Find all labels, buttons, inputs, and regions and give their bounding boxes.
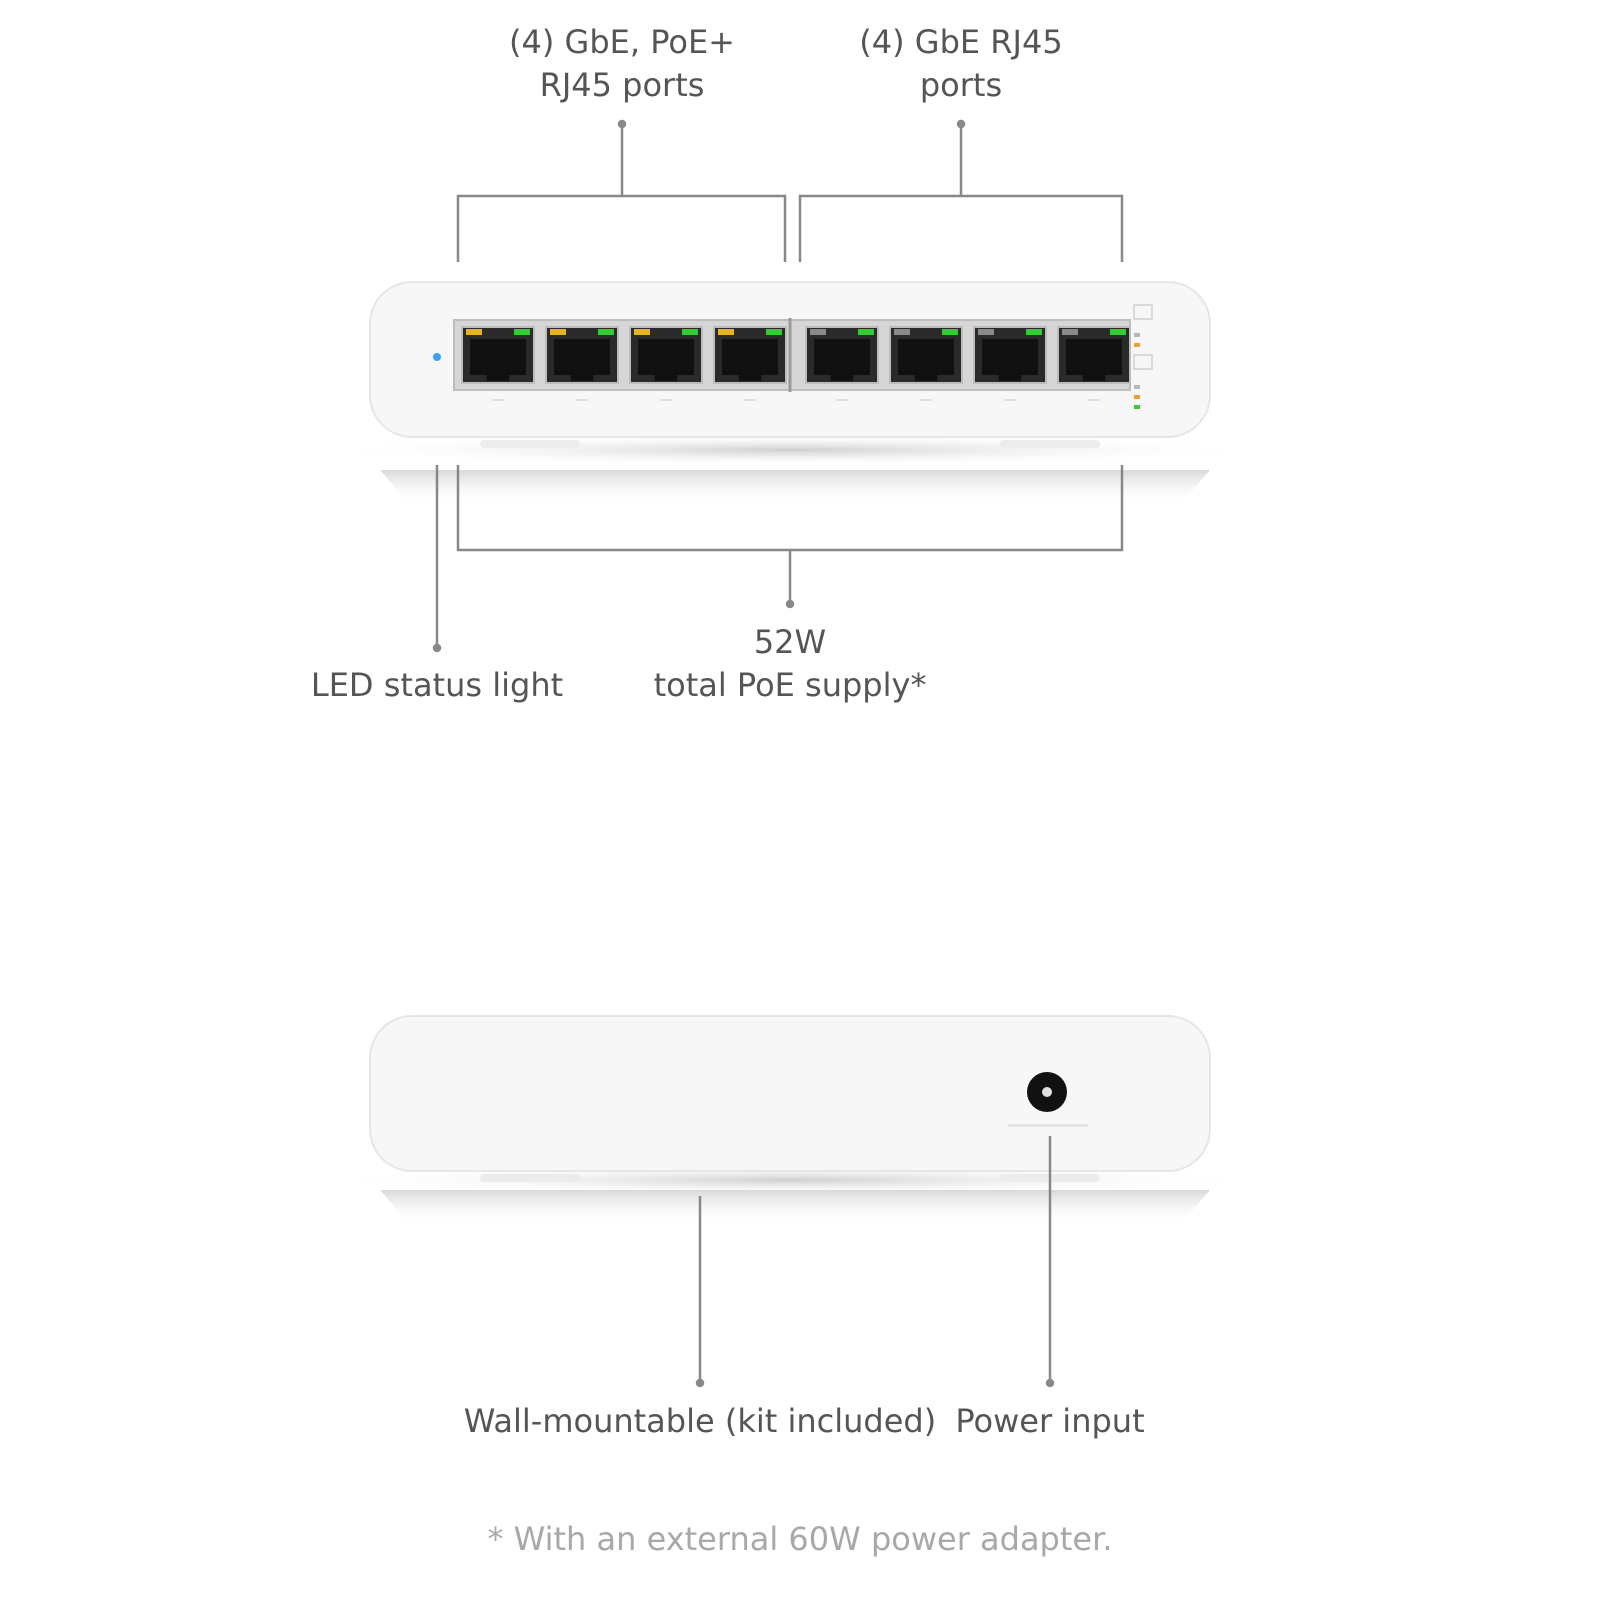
port-led-left <box>718 329 734 335</box>
port-number-mark <box>1088 399 1100 401</box>
callout-poe-ports-text: (4) GbE, PoE+ RJ45 ports <box>509 23 735 104</box>
rj45-ports <box>461 326 1131 401</box>
side-led-legend <box>1133 304 1153 409</box>
front-floor-shadow <box>310 434 1270 466</box>
port-led-right <box>1110 329 1126 335</box>
port-number-mark <box>576 399 588 401</box>
port-number-mark <box>660 399 672 401</box>
callout-poe-ports: (4) GbE, PoE+ RJ45 ports <box>509 21 735 107</box>
front-shadow <box>380 470 1210 505</box>
callout-led-status-text: LED status light <box>310 666 564 704</box>
rj45-port <box>973 326 1047 401</box>
callout-wall-mount-text: Wall-mountable (kit included) <box>463 1402 937 1440</box>
poe-ports-bracket <box>456 194 787 262</box>
rj45-port <box>805 326 879 401</box>
port-number-mark <box>920 399 932 401</box>
gbe-ports-bracket <box>798 194 1124 262</box>
port-led-right <box>942 329 958 335</box>
front-foot-left <box>480 440 580 448</box>
callout-gbe-ports: (4) GbE RJ45 ports <box>859 21 1062 107</box>
port-led-right <box>766 329 782 335</box>
callout-power-input: Power input <box>955 1400 1144 1443</box>
port-led-left <box>634 329 650 335</box>
back-switch <box>310 1015 1270 1225</box>
power-input-pin <box>1042 1087 1052 1097</box>
port-led-right <box>514 329 530 335</box>
front-foot-right <box>1000 440 1100 448</box>
front-bottom-brackets <box>432 465 1124 653</box>
rj45-port <box>889 326 963 401</box>
front-switch <box>310 281 1270 505</box>
led-status-light <box>433 353 441 361</box>
back-foot-left <box>480 1174 580 1182</box>
back-switch-body <box>369 1015 1211 1172</box>
power-input-marking <box>1008 1124 1088 1127</box>
port-led-right <box>1026 329 1042 335</box>
rj45-port <box>629 326 703 401</box>
port-number-mark <box>744 399 756 401</box>
port-led-left <box>1062 329 1078 335</box>
port-led-left <box>810 329 826 335</box>
callout-led-status: LED status light <box>311 664 563 707</box>
port-led-right <box>682 329 698 335</box>
port-led-right <box>858 329 874 335</box>
back-shadow <box>380 1190 1210 1225</box>
callout-gbe-ports-text: (4) GbE RJ45 ports <box>859 23 1063 104</box>
port-led-left <box>894 329 910 335</box>
port-led-left <box>466 329 482 335</box>
port-number-mark <box>1004 399 1016 401</box>
callout-wall-mount: Wall-mountable (kit included) <box>464 1400 936 1443</box>
callout-poe-budget-text: 52W total PoE supply* <box>653 623 927 704</box>
back-leaders <box>695 1136 1055 1388</box>
rj45-port <box>1057 326 1131 401</box>
port-led-left <box>550 329 566 335</box>
top-brackets <box>456 119 1124 262</box>
rj45-port <box>713 326 787 401</box>
rj45-port <box>545 326 619 401</box>
port-number-mark <box>492 399 504 401</box>
port-number-mark <box>836 399 848 401</box>
callout-poe-budget: 52W total PoE supply* <box>654 621 927 707</box>
port-led-right <box>598 329 614 335</box>
port-led-left <box>978 329 994 335</box>
callout-power-input-text: Power input <box>955 1402 1145 1440</box>
rj45-port <box>461 326 535 401</box>
footnote: * With an external 60W power adapter. <box>487 1520 1113 1558</box>
